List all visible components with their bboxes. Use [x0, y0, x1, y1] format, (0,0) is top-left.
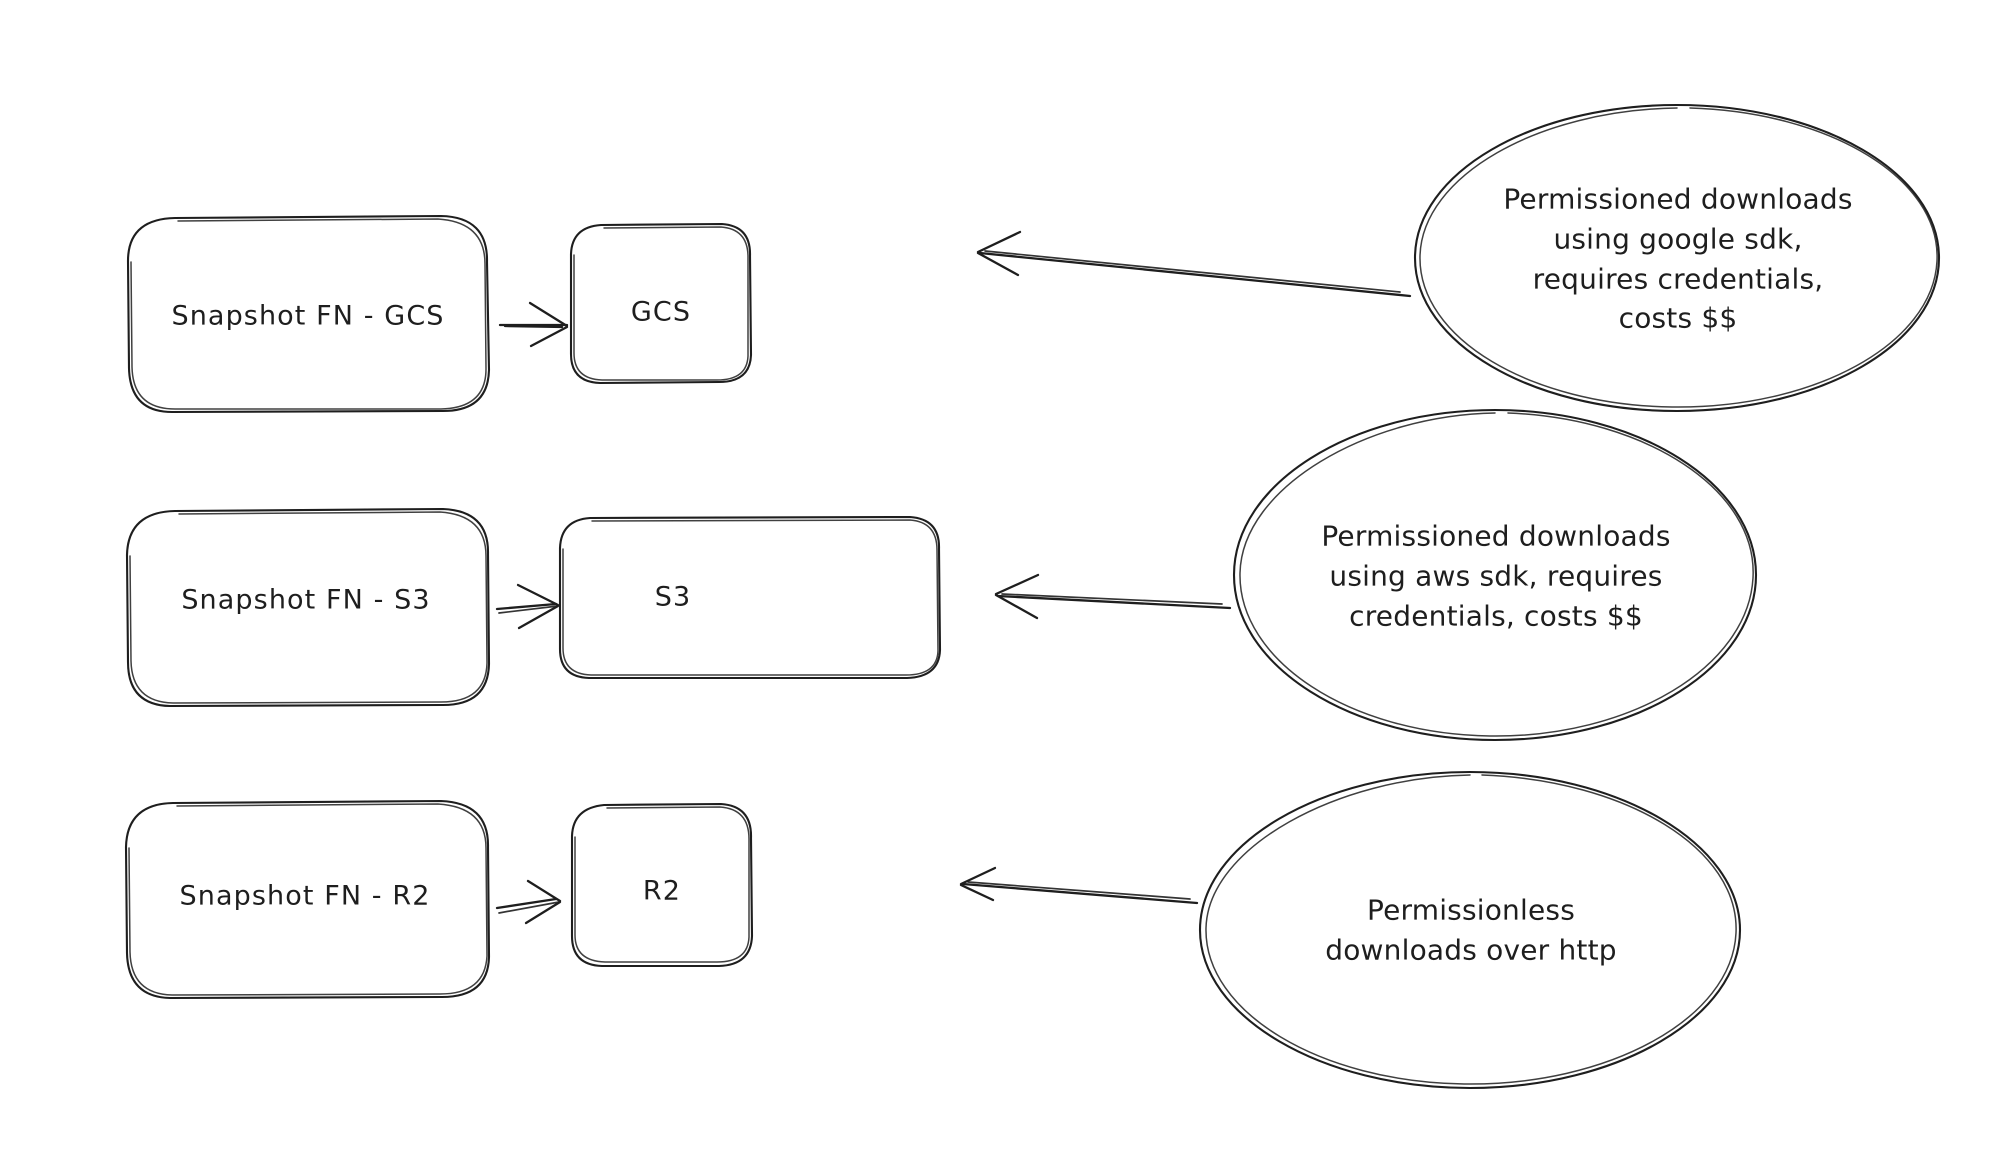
arrow-snapshot-r2-to-r2 — [495, 879, 562, 925]
node-snapshot-fn-s3-shape[interactable] — [125, 507, 491, 708]
node-gcs-shape[interactable] — [569, 222, 753, 385]
arrow-note-to-s3 — [994, 573, 1232, 620]
node-snapshot-fn-r2-shape[interactable] — [124, 799, 491, 1000]
node-r2-shape[interactable] — [570, 802, 754, 968]
ellipse-note-s3-shape[interactable] — [1232, 408, 1758, 742]
ellipse-note-gcs-shape[interactable] — [1413, 103, 1941, 413]
arrow-snapshot-s3-to-s3 — [495, 583, 560, 630]
arrow-note-to-gcs — [976, 230, 1412, 298]
ellipse-note-r2-shape[interactable] — [1198, 770, 1742, 1090]
arrow-note-to-r2 — [959, 866, 1199, 905]
arrow-snapshot-gcs-to-gcs — [498, 301, 569, 348]
node-s3-shape[interactable] — [558, 515, 942, 680]
node-snapshot-fn-gcs-shape[interactable] — [126, 214, 491, 414]
